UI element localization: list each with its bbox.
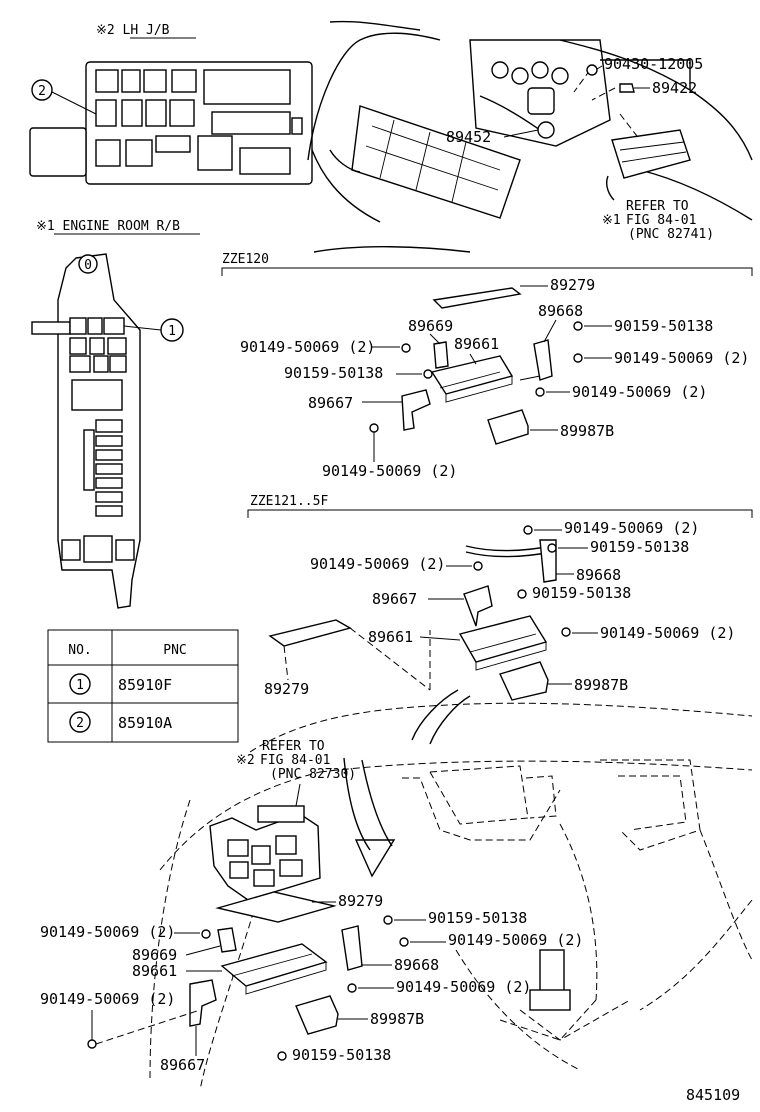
section-zze120-label: ZZE120 [222,252,269,267]
refer1-line2: FIG 84-01 [626,213,696,228]
table-row-1-pnc: 85910F [118,676,172,694]
dashboard-view: REFER TO ※2 FIG 84-01 (PNC 82730) 89279 … [40,689,753,1091]
lh-junction-block: ※2 LH J/B 2 [29,23,313,185]
lh-jb-label: ※2 LH J/B [96,23,170,38]
part-89422: 89422 [652,79,697,97]
table-row-2-no: 2 [76,716,84,731]
s2-part-90149-50069-c: 90149-50069 (2) [600,624,735,642]
s1-part-89987b: 89987B [560,422,614,440]
s2-part-90159-50138-b: 90159-50138 [532,584,631,602]
s1-part-90149-50069-b: 90149-50069 (2) [614,349,749,367]
refer2-mark: ※2 [236,753,255,768]
s2-part-89668: 89668 [576,566,621,584]
callout-1: 1 [168,324,176,339]
figure-number: 845109 [686,1086,740,1104]
table-header-pnc: PNC [163,643,186,658]
s3-part-89668: 89668 [394,956,439,974]
callout-0: 0 [84,258,92,273]
s2-part-89667: 89667 [372,590,417,608]
s2-part-89661: 89661 [368,628,413,646]
part-89452: 89452 [446,128,491,146]
s1-part-90149-50069-c: 90149-50069 (2) [322,462,457,480]
s1-part-90149-50069-a: 90149-50069 (2) [240,338,375,356]
s1-part-89667: 89667 [308,394,353,412]
s2-part-90159-50138-a: 90159-50138 [590,538,689,556]
s2-part-90149-50069-a: 90149-50069 (2) [564,519,699,537]
refer2-line3: (PNC 82730) [270,767,356,782]
refer2-line1: REFER TO [262,739,325,754]
s3-part-90149-50069-c: 90149-50069 (2) [40,990,175,1008]
s3-part-90149-50069-d: 90149-50069 (2) [396,978,531,996]
s1-part-90159-50138-a: 90159-50138 [614,317,713,335]
s1-part-89661: 89661 [454,335,499,353]
engine-bay-view: 90430-12005 89422 89452 REFER TO ※1 FIG … [307,20,753,253]
section-zze121-label: ZZE121..5F [250,494,328,509]
s3-part-89669: 89669 [132,946,177,964]
section-zze121: ZZE121..5F 89667 89661 89279 89987B 8966… [247,494,753,701]
s1-part-89279: 89279 [550,276,595,294]
callout-2: 2 [38,84,46,99]
s3-part-90159-50138-b: 90159-50138 [292,1046,391,1064]
s2-part-90149-50069-b: 90149-50069 (2) [310,555,445,573]
s3-part-90149-50069-a: 90149-50069 (2) [40,923,175,941]
s1-part-89669: 89669 [408,317,453,335]
pnc-table: NO. PNC 1 85910F 2 85910A [47,629,239,743]
engine-room-relay-block: ※1 ENGINE ROOM R/B 0 1 [31,219,200,609]
refer1-mark: ※1 [602,213,621,228]
s3-part-89661: 89661 [132,962,177,980]
s3-part-90159-50138-a: 90159-50138 [428,909,527,927]
table-row-2-pnc: 85910A [118,714,172,732]
s3-part-89279: 89279 [338,892,383,910]
engine-rb-label: ※1 ENGINE ROOM R/B [36,219,180,234]
s3-part-89667: 89667 [160,1056,205,1074]
refer1-line3: (PNC 82741) [628,227,714,242]
s1-part-89668: 89668 [538,302,583,320]
refer1-line1: REFER TO [626,199,689,214]
s1-part-90159-50138-b: 90159-50138 [284,364,383,382]
s2-part-89279: 89279 [264,680,309,698]
s3-part-90149-50069-b: 90149-50069 (2) [448,931,583,949]
section-zze120: ZZE120 89279 89661 89669 89668 89667 899… [221,252,753,480]
table-row-1-no: 1 [76,678,84,693]
part-90430-12005: 90430-12005 [604,55,703,73]
table-header-no: NO. [68,643,91,658]
s1-part-90149-50069-d: 90149-50069 (2) [572,383,707,401]
s3-part-89987b: 89987B [370,1010,424,1028]
s2-part-89987b: 89987B [574,676,628,694]
refer2-line2: FIG 84-01 [260,753,330,768]
